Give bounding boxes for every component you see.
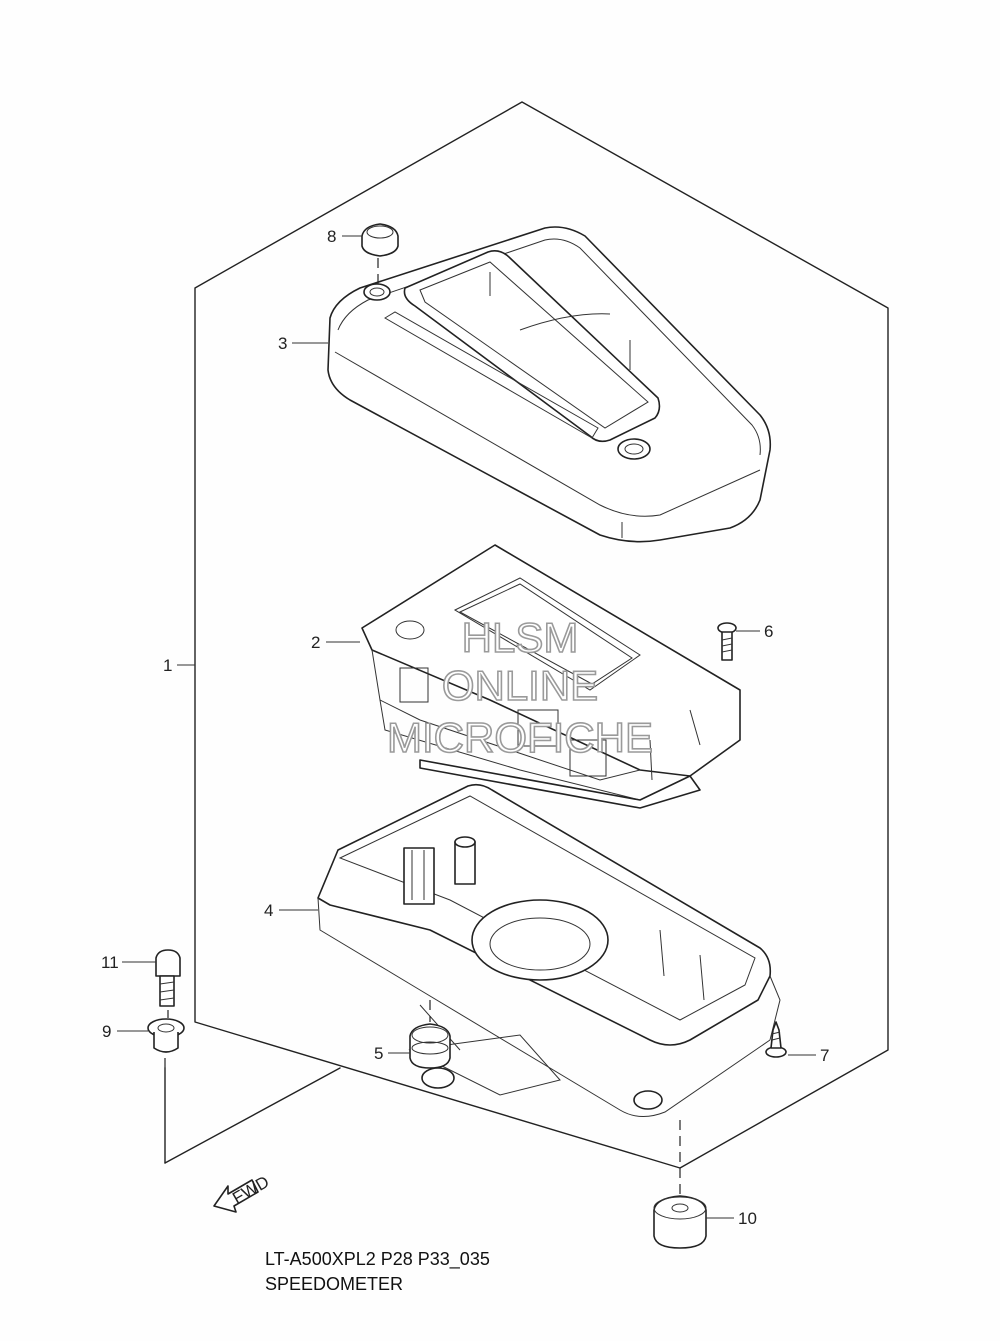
watermark: HLSM ONLINE MICROFICHE	[386, 613, 654, 762]
callout-7[interactable]: 7	[820, 1046, 829, 1065]
forward-arrow-icon: FWD	[213, 1172, 272, 1213]
screw-part-6[interactable]	[717, 622, 737, 661]
grommet-screw-part-8[interactable]	[361, 223, 399, 284]
callout-2[interactable]: 2	[311, 633, 320, 652]
speedometer-cover-part-3[interactable]	[327, 226, 772, 543]
meter-assembly-part-2[interactable]	[361, 544, 741, 809]
cushion-part-10[interactable]	[653, 1120, 707, 1249]
fwd-label: FWD	[229, 1172, 272, 1208]
model-code-caption: LT-A500XPL2 P28 P33_035	[265, 1249, 490, 1270]
tapping-screw-part-7[interactable]	[765, 1021, 787, 1058]
bolt-part-11[interactable]	[155, 949, 181, 1007]
watermark-line-3: MICROFICHE	[387, 714, 653, 761]
callout-10[interactable]: 10	[738, 1209, 757, 1228]
callout-4[interactable]: 4	[264, 901, 273, 920]
grommet-part-5[interactable]	[409, 1000, 451, 1069]
assembly-boundary	[194, 101, 889, 1169]
callout-9[interactable]: 9	[102, 1022, 111, 1041]
watermark-line-1: HLSM	[462, 614, 579, 661]
callout-3[interactable]: 3	[278, 334, 287, 353]
callout-5[interactable]: 5	[374, 1044, 383, 1063]
lower-case-part-4[interactable]	[317, 783, 781, 1117]
collar-part-9[interactable]	[147, 1018, 185, 1053]
diagram-title: SPEEDOMETER	[265, 1274, 403, 1294]
callout-11[interactable]: 11	[101, 953, 119, 972]
callout-1[interactable]: 1	[163, 656, 172, 675]
watermark-line-2: ONLINE	[442, 662, 598, 709]
callout-8[interactable]: 8	[327, 227, 336, 246]
callout-6[interactable]: 6	[764, 622, 773, 641]
